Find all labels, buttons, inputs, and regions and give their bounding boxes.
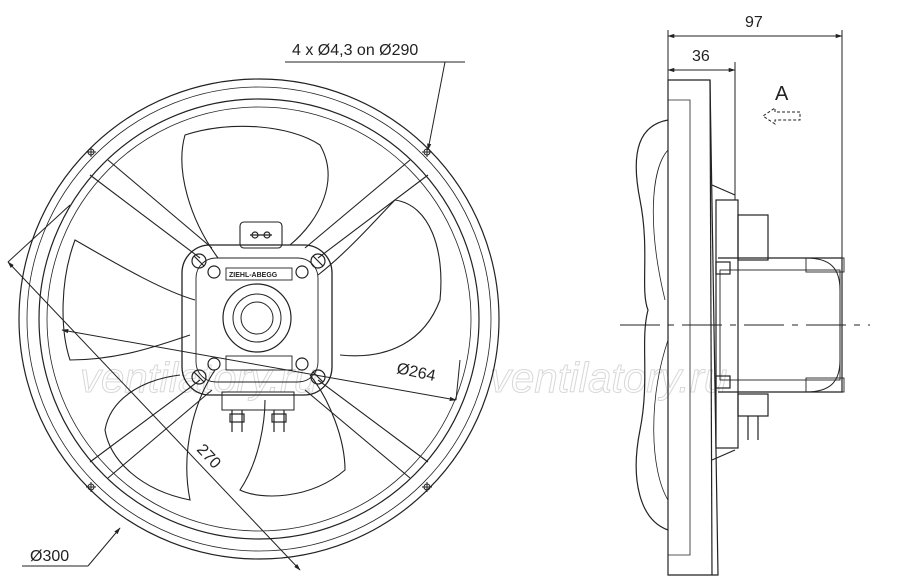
dim-36-label: 36 (692, 48, 710, 65)
outer-ring-inner (26, 86, 492, 552)
support-struts (89, 159, 429, 479)
side-view (620, 30, 870, 576)
motor-mount (715, 199, 739, 449)
venturi-ring (38, 98, 480, 540)
view-a-arrow (762, 107, 801, 125)
mounting-holes (86, 147, 432, 492)
venturi-ring-inner (46, 106, 472, 532)
dim-36-dimension (667, 62, 736, 200)
holes-label: 4 x Ø4,3 on Ø290 (292, 42, 418, 59)
fan-blades (62, 125, 442, 501)
dia-264-label: Ø264 (395, 360, 437, 385)
dia-300-dimension (22, 527, 121, 567)
holes-callout (285, 61, 465, 151)
dim-270-dimension (7, 204, 301, 571)
view-a-label: A (775, 83, 789, 105)
dim-270-label: 270 (193, 441, 224, 472)
dia-300-label: Ø300 (30, 548, 69, 565)
blade-profile (635, 119, 669, 531)
dim-97-label: 97 (745, 14, 763, 31)
front-view: ZIEHL-ABEGG (7, 61, 500, 571)
watermark-right: ventilatory.ru (490, 354, 727, 401)
flange-plate (667, 79, 719, 576)
brand-label: ZIEHL-ABEGG (229, 272, 278, 279)
